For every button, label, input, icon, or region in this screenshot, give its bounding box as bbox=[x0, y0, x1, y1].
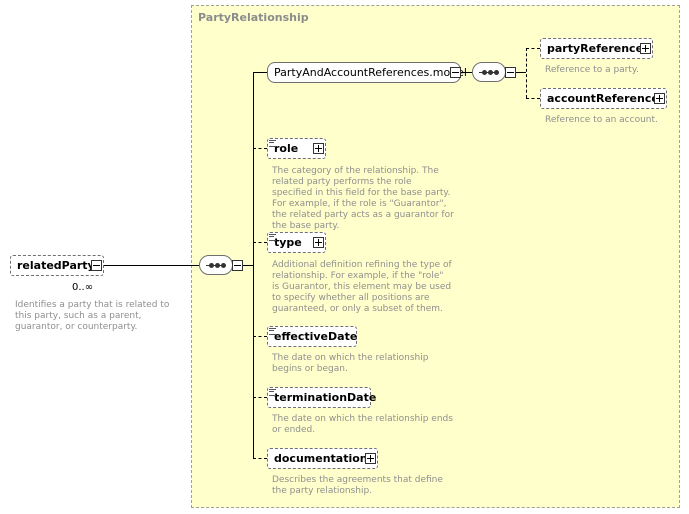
party-and-account-references-model[interactable]: PartyAndAccountReferences.model bbox=[267, 62, 467, 83]
collapse-icon[interactable] bbox=[232, 260, 243, 271]
connector-line bbox=[461, 72, 472, 73]
account-reference-node[interactable]: accountReference bbox=[540, 88, 667, 109]
connector-line bbox=[516, 72, 526, 73]
branch-line bbox=[253, 72, 267, 73]
termination-date-label: terminationDate bbox=[274, 391, 377, 404]
branch-line bbox=[253, 242, 267, 243]
related-party-node[interactable]: relatedParty bbox=[10, 255, 104, 276]
effective-date-description: The date on which the relationship begin… bbox=[272, 353, 429, 374]
account-reference-label: accountReference bbox=[547, 92, 659, 105]
expand-icon[interactable] bbox=[313, 237, 324, 248]
choice-compositor-icon bbox=[472, 62, 506, 82]
termination-date-description: The date on which the relationship ends … bbox=[272, 414, 453, 435]
element-info-icon bbox=[269, 328, 276, 335]
expand-icon[interactable] bbox=[654, 93, 665, 104]
group-title: PartyRelationship bbox=[198, 11, 309, 24]
branch-line bbox=[253, 336, 267, 337]
type-description: Additional definition refining the type … bbox=[272, 260, 452, 314]
sequence-compositor-icon bbox=[199, 255, 233, 275]
party-reference-node[interactable]: partyReference bbox=[540, 38, 653, 59]
element-info-icon bbox=[269, 389, 276, 396]
role-label: role bbox=[274, 142, 299, 155]
documentation-description: Describes the agreements that define the… bbox=[272, 475, 443, 496]
termination-date-node[interactable]: terminationDate bbox=[267, 387, 376, 408]
model-label: PartyAndAccountReferences.model bbox=[274, 66, 467, 79]
branch-line bbox=[253, 397, 267, 398]
collapse-icon[interactable] bbox=[450, 67, 461, 78]
branch-line bbox=[253, 148, 267, 149]
related-party-cardinality: 0..∞ bbox=[72, 282, 94, 293]
related-party-label: relatedParty bbox=[17, 259, 95, 272]
branch-line bbox=[253, 458, 267, 459]
expand-icon[interactable] bbox=[640, 43, 651, 54]
role-node[interactable]: role bbox=[267, 138, 326, 159]
branch-line bbox=[526, 48, 540, 49]
collapse-icon[interactable] bbox=[91, 260, 102, 271]
role-description: The category of the relationship. The re… bbox=[272, 166, 454, 231]
branch-line bbox=[526, 98, 540, 99]
connector-line bbox=[243, 265, 253, 266]
party-reference-label: partyReference bbox=[547, 42, 644, 55]
element-info-icon bbox=[269, 234, 276, 241]
trunk-line bbox=[253, 72, 254, 459]
type-node[interactable]: type bbox=[267, 232, 326, 253]
effective-date-label: effectiveDate bbox=[274, 330, 358, 343]
connector-line bbox=[104, 265, 199, 266]
element-info-icon bbox=[269, 140, 276, 147]
effective-date-node[interactable]: effectiveDate bbox=[267, 326, 357, 347]
collapse-icon[interactable] bbox=[505, 67, 516, 78]
expand-icon[interactable] bbox=[313, 143, 324, 154]
expand-icon[interactable] bbox=[365, 453, 376, 464]
documentation-node[interactable]: documentation bbox=[267, 448, 378, 469]
account-reference-description: Reference to an account. bbox=[545, 115, 658, 125]
documentation-label: documentation bbox=[274, 452, 368, 465]
type-label: type bbox=[274, 236, 302, 249]
choice-line bbox=[526, 48, 527, 98]
party-reference-description: Reference to a party. bbox=[545, 65, 639, 75]
related-party-description: Identifies a party that is related to th… bbox=[15, 300, 170, 332]
